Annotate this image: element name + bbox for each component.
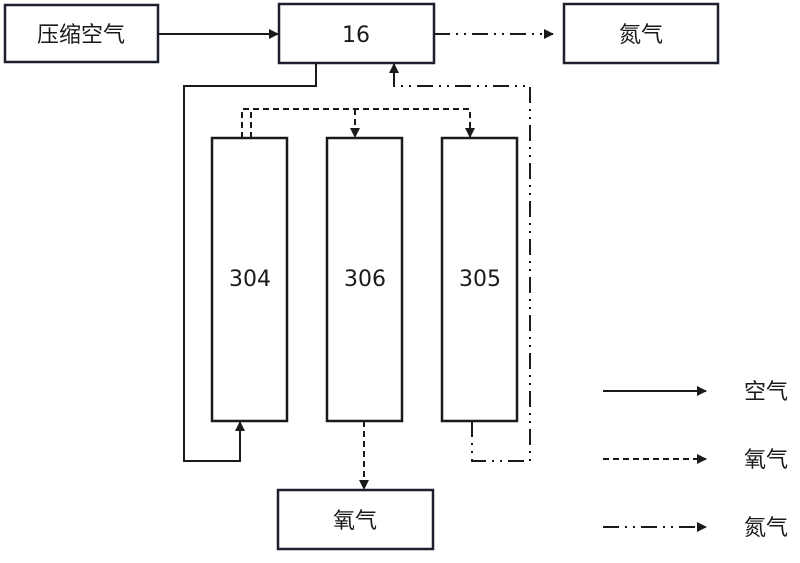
unit-16-box xyxy=(277,2,436,65)
column-304-label: 304 xyxy=(229,267,271,292)
legend-air-label: 空气 xyxy=(744,380,788,405)
legend-oxygen-label: 氧气 xyxy=(744,448,788,473)
compressed-air-label: 压缩空气 xyxy=(37,23,125,48)
oxygen-box xyxy=(276,488,435,551)
nitrogen-return-line xyxy=(389,63,531,462)
column-306 xyxy=(325,136,404,423)
compressed-air-box xyxy=(3,3,160,64)
column-304 xyxy=(210,136,289,423)
oxygen-label: 氧气 xyxy=(333,509,377,534)
nitrogen-label: 氮气 xyxy=(619,23,663,48)
nitrogen-box xyxy=(562,2,720,65)
column-305 xyxy=(440,136,519,423)
air-to-304-line xyxy=(183,63,317,462)
legend-nitrogen-label: 氮气 xyxy=(744,516,788,541)
column-306-label: 306 xyxy=(344,267,386,292)
unit-16-label: 16 xyxy=(342,23,370,48)
column-305-label: 305 xyxy=(459,267,501,292)
